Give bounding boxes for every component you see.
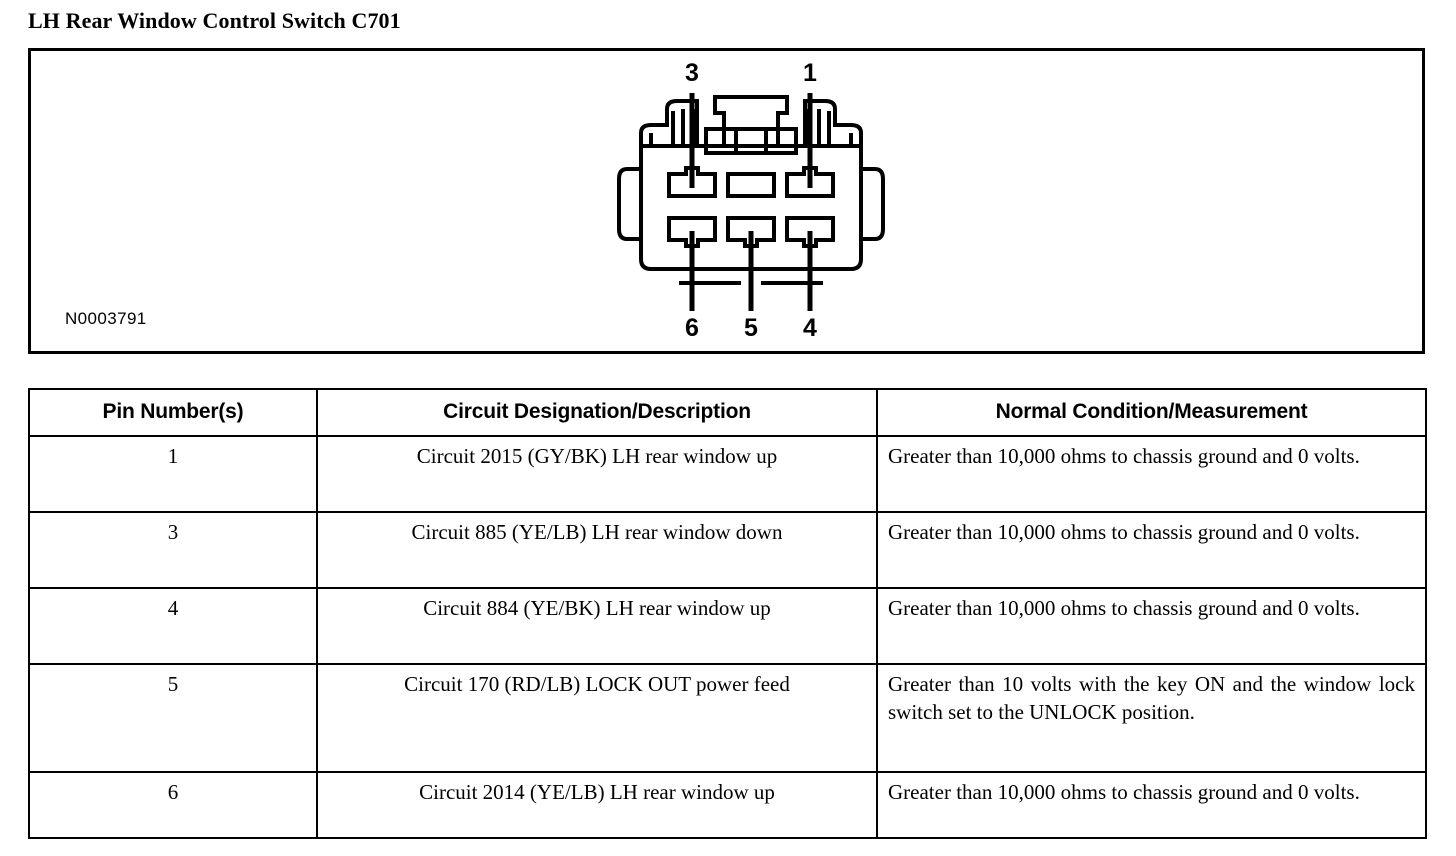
connector-body-outline bbox=[639, 144, 863, 271]
pin-number-label-3: 3 bbox=[685, 59, 699, 87]
page-title: LH Rear Window Control Switch C701 bbox=[28, 8, 401, 33]
pin-number-label-1: 1 bbox=[803, 59, 817, 87]
cell-normal-condition: Greater than 10,000 ohms to chassis grou… bbox=[876, 511, 1427, 589]
cavity-pin-4 bbox=[785, 216, 835, 248]
table-row: 6 Circuit 2014 (YE/LB) LH rear window up… bbox=[28, 771, 1427, 839]
cell-pin-number: 1 bbox=[28, 435, 318, 513]
cavity-pin-3 bbox=[667, 166, 717, 198]
table-row: 4 Circuit 884 (YE/BK) LH rear window up … bbox=[28, 587, 1427, 665]
pin-number-label-6: 6 bbox=[685, 314, 699, 342]
connector-diagram-panel: 3 1 6 5 4 N0003791 bbox=[28, 48, 1425, 354]
cell-pin-number: 4 bbox=[28, 587, 318, 665]
cell-normal-condition: Greater than 10 volts with the key ON an… bbox=[876, 663, 1427, 773]
connector-right-shoulder bbox=[803, 99, 863, 146]
diagram-reference-number: N0003791 bbox=[65, 309, 147, 328]
cell-pin-number: 6 bbox=[28, 771, 318, 839]
connector-svg bbox=[617, 93, 885, 311]
connector-keyway-band bbox=[704, 127, 798, 155]
pin-number-label-4: 4 bbox=[803, 314, 817, 342]
cell-normal-condition: Greater than 10,000 ohms to chassis grou… bbox=[876, 771, 1427, 839]
cell-circuit-description: Circuit 2014 (YE/LB) LH rear window up bbox=[316, 771, 878, 839]
cavity-pin-6 bbox=[667, 216, 717, 248]
column-header-pin-number: Pin Number(s) bbox=[28, 388, 318, 437]
cell-pin-number: 5 bbox=[28, 663, 318, 773]
cell-normal-condition: Greater than 10,000 ohms to chassis grou… bbox=[876, 587, 1427, 665]
connector-illustration: 3 1 6 5 4 bbox=[611, 61, 891, 347]
cell-circuit-description: Circuit 2015 (GY/BK) LH rear window up bbox=[316, 435, 878, 513]
column-header-circuit-description: Circuit Designation/Description bbox=[316, 388, 878, 437]
cell-circuit-description: Circuit 884 (YE/BK) LH rear window up bbox=[316, 587, 878, 665]
column-header-normal-condition: Normal Condition/Measurement bbox=[876, 388, 1427, 437]
table-row: 5 Circuit 170 (RD/LB) LOCK OUT power fee… bbox=[28, 663, 1427, 773]
table-row: 1 Circuit 2015 (GY/BK) LH rear window up… bbox=[28, 435, 1427, 513]
pin-number-label-5: 5 bbox=[744, 314, 758, 342]
connector-right-ear bbox=[861, 167, 885, 241]
cavity-pin-5 bbox=[726, 216, 776, 248]
connector-left-shoulder bbox=[639, 99, 699, 146]
cell-circuit-description: Circuit 170 (RD/LB) LOCK OUT power feed bbox=[316, 663, 878, 773]
cavity-pin-1 bbox=[785, 166, 835, 198]
cavity-pin-2 bbox=[726, 172, 776, 198]
connector-left-ear bbox=[617, 167, 641, 241]
pin-specification-table: Pin Number(s) Circuit Designation/Descri… bbox=[28, 388, 1427, 839]
cell-pin-number: 3 bbox=[28, 511, 318, 589]
cell-normal-condition: Greater than 10,000 ohms to chassis grou… bbox=[876, 435, 1427, 513]
cell-circuit-description: Circuit 885 (YE/LB) LH rear window down bbox=[316, 511, 878, 589]
table-header-row: Pin Number(s) Circuit Designation/Descri… bbox=[28, 388, 1427, 437]
table-row: 3 Circuit 885 (YE/LB) LH rear window dow… bbox=[28, 511, 1427, 589]
connector-center-latch bbox=[713, 95, 789, 146]
